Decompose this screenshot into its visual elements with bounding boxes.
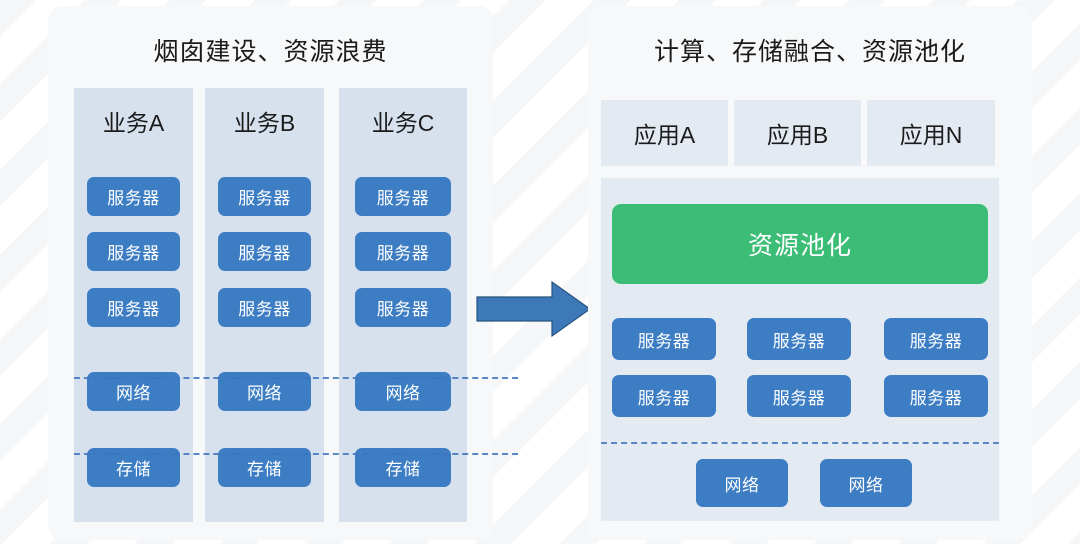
server-chip: 服务器	[884, 375, 988, 417]
server-chip: 服务器	[218, 177, 311, 216]
application-box-a: 应用A	[601, 100, 728, 166]
silo-header-c: 业务C	[371, 110, 435, 136]
silo-header-b: 业务B	[233, 110, 296, 136]
pooled-network-row: 网络 网络	[612, 459, 988, 507]
server-chip: 服务器	[87, 288, 180, 327]
silo-column-a: 业务A 服务器 服务器 服务器 网络 存储	[74, 88, 193, 522]
silo-body-a: 服务器 服务器 服务器 网络 存储	[74, 154, 193, 522]
pooled-server-grid: 服务器 服务器 服务器 服务器 服务器 服务器	[612, 318, 988, 426]
server-chip: 服务器	[87, 177, 180, 216]
right-panel: 计算、存储融合、资源池化 应用A 应用B 应用N 资源池化 服务器 服务器 服务…	[588, 6, 1032, 540]
network-storage-divider	[74, 453, 518, 455]
transition-arrow	[476, 280, 592, 338]
silo-header-a: 业务A	[102, 110, 165, 136]
pool-network-divider	[601, 442, 999, 444]
server-chip: 服务器	[355, 177, 451, 216]
application-row: 应用A 应用B 应用N	[601, 100, 1019, 166]
silo-column-c: 业务C 服务器 服务器 服务器 网络 存储	[339, 88, 467, 522]
arrow-right-icon	[476, 280, 592, 338]
resource-pool-banner: 资源池化	[612, 204, 988, 284]
server-chip: 服务器	[747, 318, 851, 360]
compute-network-divider	[74, 377, 518, 379]
server-chip: 服务器	[612, 318, 716, 360]
right-panel-title: 计算、存储融合、资源池化	[653, 38, 966, 66]
server-chip: 服务器	[218, 232, 311, 271]
application-box-b: 应用B	[734, 100, 861, 166]
silo-column-b: 业务B 服务器 服务器 服务器 网络 存储	[205, 88, 324, 522]
server-chip: 服务器	[884, 318, 988, 360]
silo-columns: 业务A 服务器 服务器 服务器 网络 存储 业务B 服务器 服务器 服务器 网络…	[74, 88, 468, 522]
server-chip: 服务器	[355, 288, 451, 327]
application-box-n: 应用N	[867, 100, 995, 166]
server-chip: 服务器	[87, 232, 180, 271]
silo-body-b: 服务器 服务器 服务器 网络 存储	[205, 154, 324, 522]
silo-body-c: 服务器 服务器 服务器 网络 存储	[339, 154, 467, 522]
server-chip: 服务器	[612, 375, 716, 417]
server-chip: 服务器	[355, 232, 451, 271]
left-panel-title: 烟囱建设、资源浪费	[153, 38, 388, 66]
resource-pool-container: 资源池化 服务器 服务器 服务器 服务器 服务器 服务器 网络 网络	[601, 178, 999, 521]
network-chip: 网络	[820, 459, 912, 507]
server-chip: 服务器	[218, 288, 311, 327]
server-chip: 服务器	[747, 375, 851, 417]
network-chip: 网络	[696, 459, 788, 507]
left-panel: 烟囱建设、资源浪费 业务A 服务器 服务器 服务器 网络 存储 业务B 服务器 …	[48, 6, 518, 540]
